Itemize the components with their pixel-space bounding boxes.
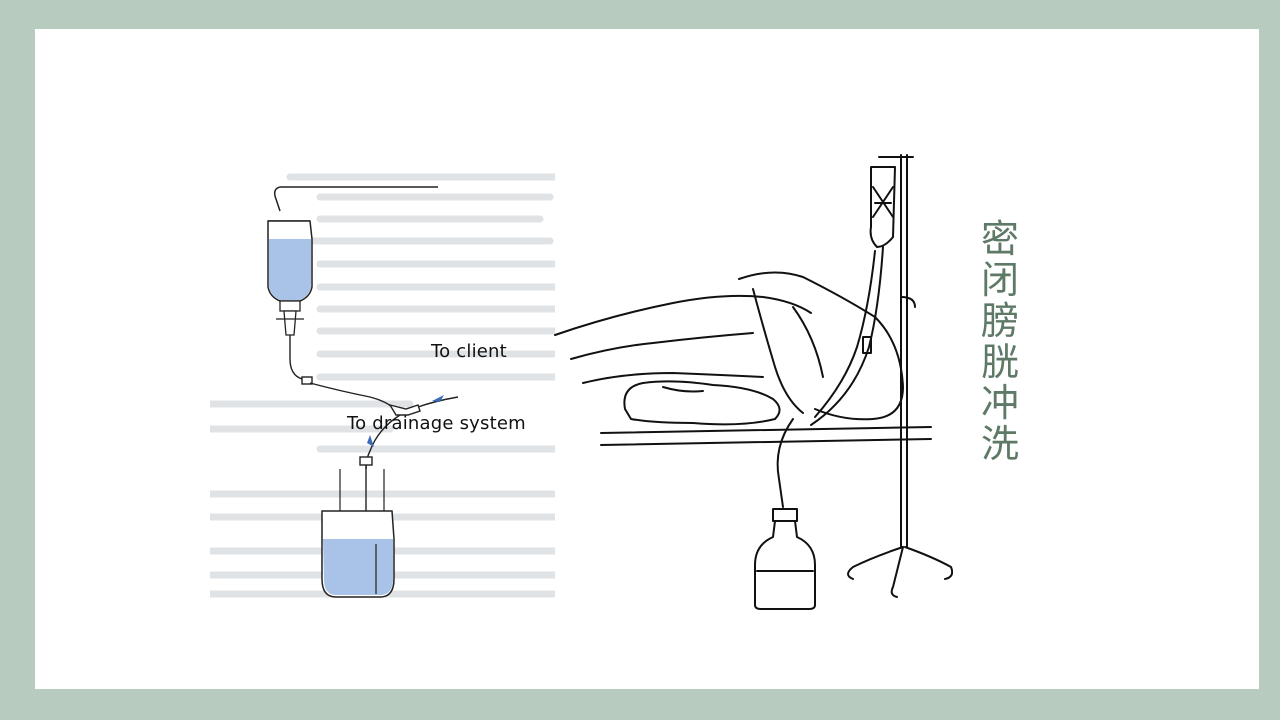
slide: To client To drainage system	[35, 29, 1259, 689]
irrigation-bottle	[267, 220, 313, 336]
inflow-tubing	[289, 335, 393, 408]
label-to-client: To client	[431, 341, 507, 362]
drainage-bag	[321, 510, 395, 598]
pillow	[623, 380, 781, 426]
drainage-tubing	[359, 414, 401, 511]
patient-leg	[554, 294, 812, 384]
label-to-drainage: To drainage system	[347, 413, 526, 434]
drape	[738, 271, 904, 421]
to-client-arrow	[432, 395, 444, 402]
hanging-bag	[869, 166, 896, 248]
patient-bed-illustration	[554, 154, 953, 610]
to-drainage-arrow	[367, 435, 374, 447]
bed	[600, 426, 932, 446]
irrigation-diagram	[210, 173, 555, 598]
irrigation-tubing	[776, 246, 884, 508]
slide-title: 密闭膀胱冲洗	[980, 217, 1019, 466]
collection-bottle	[754, 508, 816, 610]
iv-pole	[847, 154, 953, 598]
